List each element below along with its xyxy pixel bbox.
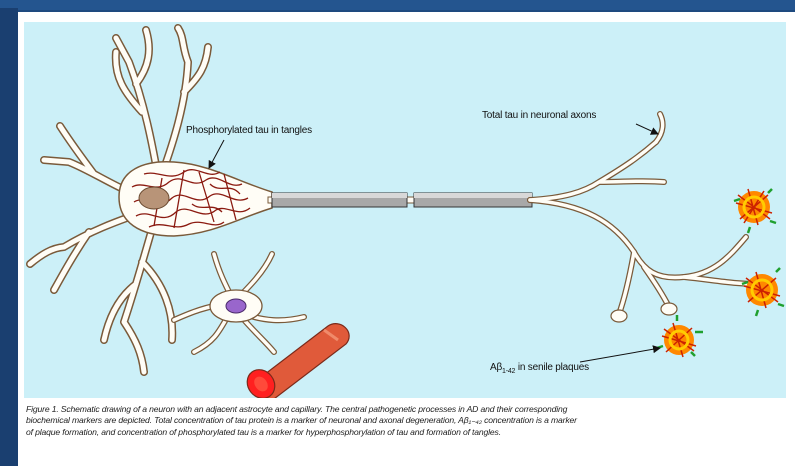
label-total-tau: Total tau in neuronal axons bbox=[482, 110, 596, 121]
axon-terminals bbox=[530, 114, 759, 322]
senile-plaque-1 bbox=[734, 189, 776, 233]
figure-caption: Figure 1. Schematic drawing of a neuron … bbox=[26, 404, 786, 438]
caption-line-1: Figure 1. Schematic drawing of a neuron … bbox=[26, 404, 786, 415]
neuron-nucleus bbox=[139, 187, 169, 209]
slide-left-bar bbox=[0, 8, 18, 466]
senile-plaque-3 bbox=[657, 315, 703, 357]
arrow-abeta bbox=[580, 348, 660, 362]
axon bbox=[268, 193, 532, 207]
label-phospho-tau: Phosphorylated tau in tangles bbox=[186, 125, 312, 136]
arrow-total-tau bbox=[636, 124, 658, 134]
slide-top-stripe bbox=[0, 0, 795, 10]
senile-plaque-2 bbox=[742, 268, 784, 316]
caption-line-2: biochemical markers are depicted. Total … bbox=[26, 415, 786, 426]
label-abeta-subscript: 1-42 bbox=[502, 368, 515, 375]
astrocyte bbox=[174, 254, 304, 352]
arrow-phospho-tau bbox=[209, 140, 224, 168]
caption-line-3: of plaque formation, and concentration o… bbox=[26, 427, 786, 438]
astrocyte-nucleus bbox=[226, 299, 246, 313]
neuron-diagram bbox=[24, 22, 786, 398]
label-abeta-text: in senile plaques bbox=[515, 362, 589, 373]
label-abeta-symbol: Aβ bbox=[490, 362, 502, 373]
diagram-area: Phosphorylated tau in tangles Total tau … bbox=[24, 22, 786, 398]
label-abeta: Aβ1-42 in senile plaques bbox=[490, 362, 589, 375]
